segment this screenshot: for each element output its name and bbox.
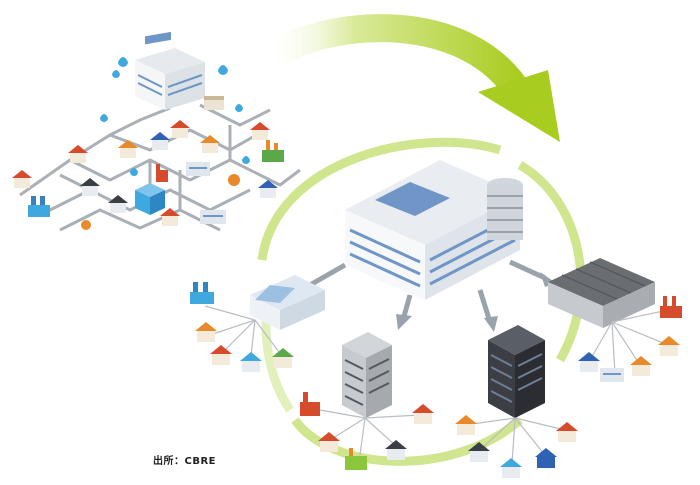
- hub-spokes: [300, 259, 556, 332]
- network-factories: [28, 96, 284, 230]
- branch-gray-tower: [342, 332, 392, 418]
- consolidated-hub: [190, 160, 682, 478]
- branch-glass-office: [250, 275, 325, 330]
- source-caption: 出所：CBRE: [153, 456, 216, 467]
- water-utility-building: [135, 31, 205, 110]
- branch-warehouse: [548, 258, 655, 328]
- branch-houses: [190, 282, 682, 478]
- network-houses: [12, 120, 278, 226]
- leaf-spokes: [204, 305, 669, 466]
- transition-arrow: [257, 14, 560, 142]
- water-drop-icons: [100, 57, 250, 176]
- branch-dark-tower: [488, 325, 545, 418]
- network-office-tower: [135, 183, 165, 215]
- headquarters-building: [345, 160, 523, 300]
- decentralized-network: [12, 31, 301, 232]
